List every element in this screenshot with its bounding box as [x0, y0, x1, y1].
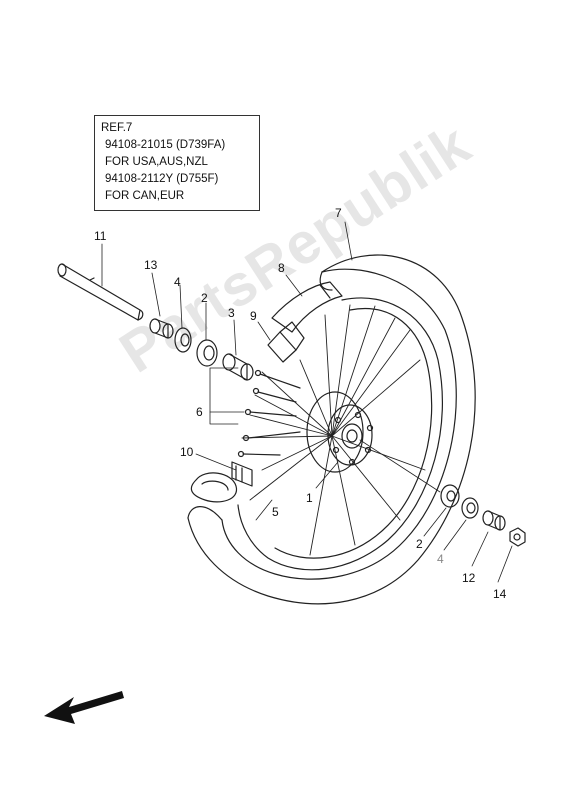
bearing-right: [440, 484, 460, 508]
callout-10[interactable]: 10: [180, 445, 194, 459]
inner-tube: [190, 472, 238, 503]
callout-8[interactable]: 8: [278, 261, 285, 275]
axle-nut: [509, 527, 526, 547]
callout-1[interactable]: 1: [306, 491, 313, 505]
callout-4-left[interactable]: 4: [174, 275, 181, 289]
ref-title: REF.7: [101, 122, 133, 134]
ref-part-number-1: 94108-21015 (D739FA): [105, 139, 226, 151]
callout-5[interactable]: 5: [272, 505, 279, 519]
callout-4-right[interactable]: 4: [437, 552, 444, 566]
spokes: [241, 304, 426, 556]
arrow-left-down-icon: [44, 691, 124, 724]
ref-market-1: FOR USA,AUS,NZL: [105, 156, 208, 168]
callout-14[interactable]: 14: [493, 587, 507, 601]
rim: [237, 297, 443, 571]
callout-12[interactable]: 12: [462, 571, 476, 585]
callout-9[interactable]: 9: [250, 309, 257, 323]
tire: [187, 254, 476, 605]
callout-13[interactable]: 13: [144, 258, 158, 272]
bearing-left: [196, 339, 218, 367]
callout-3[interactable]: 3: [228, 306, 235, 320]
callout-2-left[interactable]: 2: [201, 291, 208, 305]
ref-part-number-2: 94108-2112Y (D755F): [105, 173, 219, 185]
axle: [57, 263, 144, 321]
axle-centerline: [359, 439, 441, 493]
collar-13: [149, 318, 174, 339]
callout-2-right[interactable]: 2: [416, 537, 423, 551]
hub: [306, 391, 374, 473]
ref-market-2: FOR CAN,EUR: [105, 190, 185, 202]
spoke-nipples: [237, 369, 301, 458]
oil-seal-left: [174, 327, 192, 353]
callout-7[interactable]: 7: [335, 206, 342, 220]
rim-band: [271, 281, 343, 333]
reference-box: REF.7 94108-21015 (D739FA) FOR USA,AUS,N…: [94, 115, 260, 211]
leader-lines: [101, 221, 513, 583]
collar-12: [482, 510, 506, 531]
spacer: [222, 353, 254, 381]
callout-11[interactable]: 11: [94, 229, 107, 243]
valve-nut: [231, 461, 253, 487]
oil-seal-right: [461, 497, 479, 519]
callout-6[interactable]: 6: [196, 405, 203, 419]
rim-lock: [267, 321, 305, 363]
